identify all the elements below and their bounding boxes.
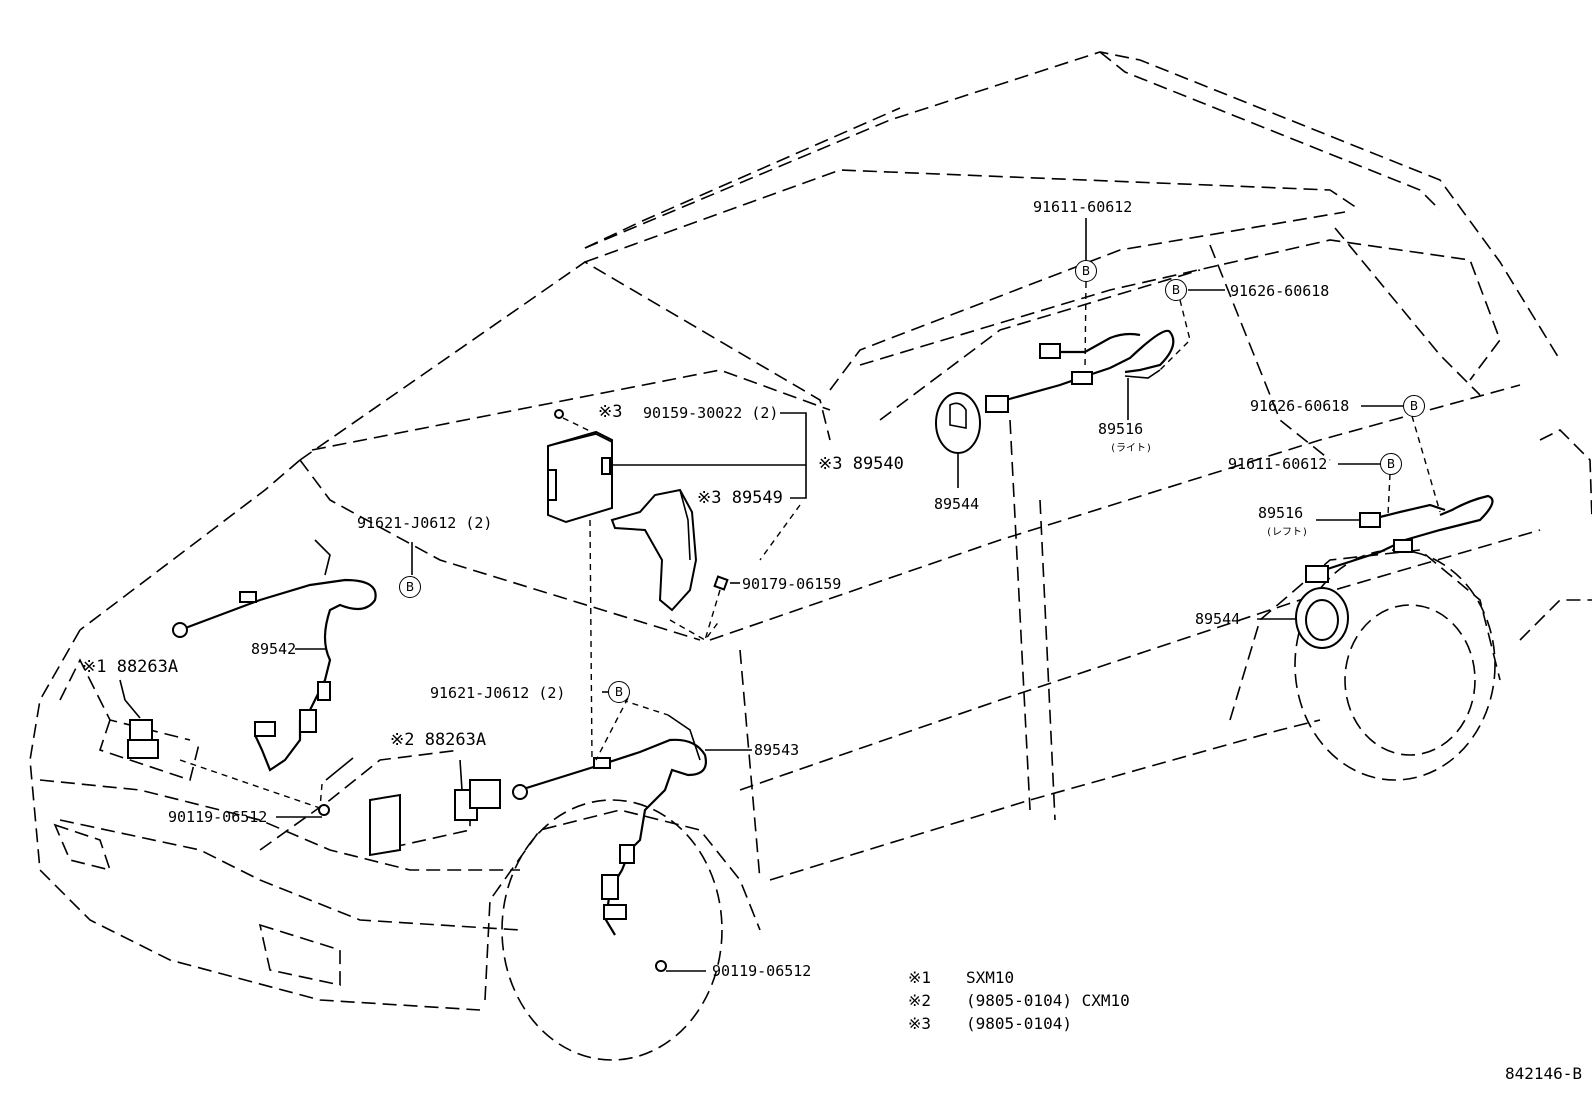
ecu-bracket (610, 488, 721, 641)
bolt-91626-upper-label: 91626-60618 (1230, 282, 1330, 300)
sensor-rear-right-label: 89516 (1098, 420, 1144, 438)
relay-2-label: ※2 88263A (390, 730, 487, 750)
bolt-91611-upper-label: 91611-60612 (1033, 198, 1133, 216)
note-3-text: (9805-0104) (966, 1014, 1072, 1033)
bolt-91611-upper-badge: B (1075, 260, 1097, 282)
bolt-91611-lower-badge: B (1380, 453, 1402, 475)
relay-1-label: ※1 88263A (82, 657, 179, 677)
bolt-91611-lower-label: 91611-60612 (1228, 455, 1328, 473)
drawing-code: 842146-B (1504, 1064, 1582, 1083)
rear-left-abs-sensor (1305, 494, 1494, 583)
ecu-bracket-label: ※3 89549 (697, 488, 783, 508)
note-3-mark: ※3 (908, 1014, 932, 1033)
note-1: ※1 SXM10 (908, 968, 1014, 987)
bolt-91621-upper-badge: B (399, 576, 421, 598)
clip-90179 (704, 575, 729, 641)
sensor-rear-left-label: 89516 (1258, 504, 1304, 522)
front-right-abs-sensor (318, 714, 707, 972)
abs-ecu (547, 409, 613, 761)
ecu-label: ※3 89540 (818, 454, 904, 474)
sensor-rear-right-side: (ライト) (1110, 443, 1153, 454)
rear-right-abs-sensor (985, 329, 1175, 413)
clip-90179-label: 90179-06159 (742, 575, 842, 593)
note-2: ※2 (9805-0104) CXM10 (908, 991, 1130, 1010)
note-3: ※3 (9805-0104) (908, 1014, 1072, 1033)
sensor-front-right-label: 89543 (754, 741, 800, 759)
front-left-abs-sensor (172, 539, 377, 772)
screw-ecu-label: 90159-30022 (2) (643, 404, 779, 422)
bolt-91621-upper-label: 91621-J0612 (2) (357, 514, 493, 532)
note-2-mark: ※2 (908, 991, 932, 1010)
bolt-91621-lower-label: 91621-J0612 (2) (430, 684, 566, 702)
note-2-text: (9805-0104) CXM10 (966, 991, 1130, 1010)
bolt-91626-lower-label: 91626-60618 (1250, 397, 1350, 415)
bolt-90119-upper-label: 90119-06512 (168, 808, 268, 826)
note-1-mark: ※1 (908, 968, 932, 987)
bolt-90119-lower-label: 90119-06512 (712, 962, 812, 980)
bolt-91621-lower-badge: B (608, 681, 630, 703)
car-body-outline (29, 51, 1592, 1061)
rotor-upper-label: 89544 (934, 495, 980, 513)
rotor-upper (935, 392, 981, 454)
rotor-lower-label: 89544 (1195, 610, 1241, 628)
relay-2 (369, 759, 501, 857)
leader-lines (179, 218, 1441, 972)
bolt-91626-lower-badge: B (1403, 395, 1425, 417)
note-1-text: SXM10 (966, 968, 1015, 987)
rotor-lower (1295, 587, 1349, 649)
screw-ecu-mark: ※3 (598, 402, 623, 422)
sensor-rear-left-side: (レフト) (1266, 527, 1309, 538)
relay-1 (119, 679, 159, 759)
bolt-91626-upper-badge: B (1165, 279, 1187, 301)
sensor-front-left-label: 89542 (251, 640, 297, 658)
